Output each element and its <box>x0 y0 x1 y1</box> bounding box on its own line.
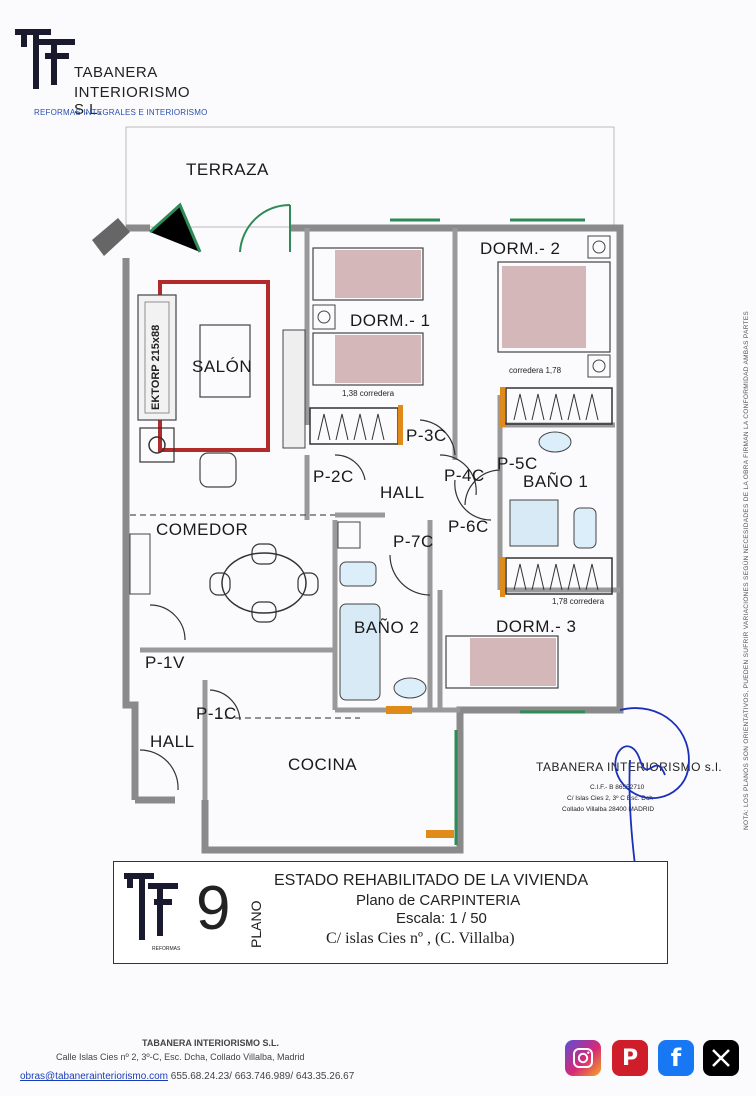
room-label-salon: SALÓN <box>192 357 253 376</box>
signature <box>614 707 690 866</box>
facebook-icon[interactable]: f <box>658 1040 694 1076</box>
room-label-hall-entry: HALL <box>150 732 195 751</box>
bano2-sink <box>393 677 427 699</box>
company-logo: TABANERA INTERIORISMO S.L. REFORMAS INTE… <box>14 26 214 126</box>
door-label-p5c: P-5C <box>497 454 538 473</box>
footer-email-link[interactable]: obras@tabanerainteriorismo.com <box>20 1071 168 1082</box>
sofa-annotation: EKTORP 215x88 <box>150 324 162 410</box>
stamp-address: C/ Islas Cies 2, 3º C Esc. Dch <box>567 795 653 802</box>
wardrobe-2 <box>505 387 613 425</box>
logo-tagline: REFORMAS INTEGRALES E INTERIORISMO <box>34 108 208 117</box>
title-line2: Plano de CARPINTERIA <box>356 892 521 909</box>
door-label-p6c: P-6C <box>448 517 489 536</box>
door-label-p7c: P-7C <box>393 532 434 551</box>
door-label-p1v: P-1V <box>145 653 185 672</box>
wardrobe2-label: corredera 1,78 <box>509 366 562 375</box>
bano1-toilet <box>573 507 597 549</box>
room-label-dorm2: DORM.- 2 <box>480 239 561 258</box>
wardrobe3-label: 1,78 corredera <box>552 597 605 606</box>
tf-logo-mark <box>15 29 75 89</box>
logo-name-line2: INTERIORISMO S.L. <box>74 84 191 118</box>
door-label-p2c: P-2C <box>313 467 354 486</box>
door-label-p3c: P-3C <box>406 426 447 445</box>
corner-pillar <box>92 218 130 256</box>
dorm2-bed <box>497 261 611 353</box>
bano1-sink <box>538 431 572 453</box>
dining-table <box>221 552 307 614</box>
title-logo-mark <box>124 873 178 940</box>
speaker <box>139 427 175 463</box>
bano2-toilet <box>339 561 377 587</box>
title-line1: ESTADO REHABILITADO DE LA VIVIENDA <box>274 872 589 889</box>
plan-word: PLANO <box>248 900 264 948</box>
x-icon[interactable] <box>703 1040 739 1076</box>
title-block: REFORMAS 9 PLANO ESTADO REHABILITADO DE … <box>113 861 668 964</box>
armchair <box>199 452 237 488</box>
footer-contact: obras@tabanerainteriorismo.com 655.68.24… <box>20 1066 354 1084</box>
plan-number: 9 <box>196 874 231 943</box>
sideboard <box>129 533 151 595</box>
title-line4: C/ islas Cies nº , (C. Villalba) <box>326 930 515 947</box>
door-label-p4c: P-4C <box>444 466 485 485</box>
instagram-icon[interactable] <box>565 1040 601 1076</box>
stamp-city: Collado Villalba 28400 MADRID <box>562 806 655 813</box>
room-label-comedor: COMEDOR <box>156 520 249 539</box>
dining-chairs <box>209 543 319 623</box>
coffee-table <box>199 324 251 398</box>
logo-name-line1: TABANERA <box>74 64 158 81</box>
pinterest-icon[interactable]: P <box>612 1040 648 1076</box>
room-label-bano2: BAÑO 2 <box>354 618 420 637</box>
door-swings <box>139 419 501 791</box>
stamp-cif: C.I.F.- B 86552710 <box>590 784 645 791</box>
dorm3-bed <box>445 635 559 689</box>
shower-tray <box>509 499 559 547</box>
room-label-cocina: COCINA <box>288 755 358 774</box>
title-logo-sub: REFORMAS <box>152 946 181 952</box>
room-label-dorm1: DORM.- 1 <box>350 311 431 330</box>
wardrobe1-label: 1,38 corredera <box>342 389 395 398</box>
wardrobe-3 <box>505 557 613 595</box>
footer-phones: 655.68.24.23/ 663.746.989/ 643.35.26.67 <box>168 1071 355 1082</box>
room-label-hall-center: HALL <box>380 483 425 502</box>
title-line3: Escala: 1 / 50 <box>396 910 487 927</box>
door-label-p1c: P-1C <box>196 704 237 723</box>
sofa <box>137 294 177 421</box>
room-label-terraza: TERRAZA <box>186 160 269 179</box>
interior-walls <box>140 228 620 800</box>
bathtub <box>339 603 381 701</box>
side-note: NOTA: LOS PLANOS SON ORIENTATIVOS, PUEDE… <box>743 310 750 830</box>
room-label-bano1: BAÑO 1 <box>523 472 589 491</box>
room-label-dorm3: DORM.- 3 <box>496 617 577 636</box>
dorm1-beds <box>312 247 424 386</box>
tv-unit <box>282 329 306 449</box>
footer-company: TABANERA INTERIORISMO S.L. <box>142 1038 279 1048</box>
footer-address: Calle Islas Cies nº 2, 3º-C, Esc. Dcha, … <box>56 1052 305 1062</box>
